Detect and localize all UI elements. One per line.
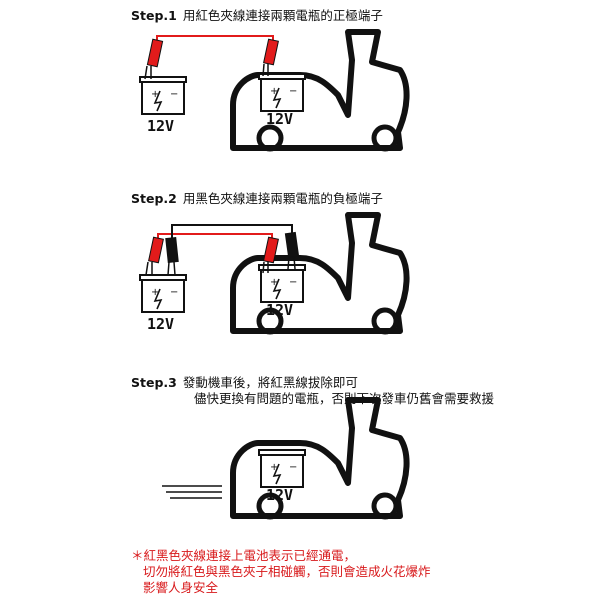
rear-wheel [256,492,284,520]
rear-wheel [256,307,284,335]
red-cable [156,35,274,40]
svg-text:−: − [289,462,297,473]
battery-right: + − [258,73,306,112]
battery-left-voltage: 12V [147,117,174,135]
battery-voltage: 12V [266,486,293,504]
scooter-silhouette [230,397,410,519]
svg-text:+: + [270,277,278,288]
step-3-text-line2: 儘快更換有問題的電瓶，否則下次發車仍舊會需要救援 [194,391,495,406]
rear-wheel [256,124,284,152]
battery-left: + − [139,76,187,115]
black-clip-right [284,231,300,270]
battery-right: + − [258,264,306,303]
step-2-number: Step.2 [131,191,177,206]
step-3-text-line1: 發動機車後，將紅黑線拔除即可 [182,375,358,390]
battery-right-voltage: 12V [266,301,293,319]
scooter-silhouette [230,29,410,151]
step-2-illustration: + − 12V + − 12V [139,212,410,335]
battery-left-voltage: 12V [147,315,174,333]
battery-right: + − [258,449,306,488]
front-wheel [371,492,399,520]
svg-text:+: + [151,89,159,100]
step-3-title: Step.3 發動機車後，將紅黑線拔除即可 儘快更換有問題的電瓶，否則下次發車仍舊… [131,375,494,407]
svg-text:−: − [289,277,297,288]
black-clip-left [165,236,179,276]
step-1-illustration: + − 12V + − 12V [139,29,410,152]
red-clip-left [144,38,164,80]
warning-line-3: 影響人身安全 [143,580,219,595]
warning-line-2: 切勿將紅色與黑色夾子相碰觸，否則會造成火花爆炸 [143,564,431,579]
red-clip-left [145,236,164,276]
battery-right-voltage: 12V [266,110,293,128]
scooter-silhouette [230,212,410,334]
svg-text:−: − [170,287,178,298]
safety-warning: ＊紅黑色夾線連接上電池表示已經通電， 切勿將紅色與黑色夾子相碰觸，否則會造成火花… [131,548,431,596]
front-wheel [371,307,399,335]
step-3-illustration: + − 12V [162,397,410,520]
red-clip-right [262,38,279,77]
black-cable [171,224,293,238]
svg-text:+: + [151,287,159,298]
motion-lines [162,485,222,499]
svg-text:+: + [270,86,278,97]
step-1-title: Step.1 用紅色夾線連接兩顆電瓶的正極端子 [131,8,383,24]
step-1-text: 用紅色夾線連接兩顆電瓶的正極端子 [182,8,383,23]
step-2-title: Step.2 用黑色夾線連接兩顆電瓶的負極端子 [131,191,383,207]
step-3-number: Step.3 [131,375,177,390]
step-2-text: 用黑色夾線連接兩顆電瓶的負極端子 [182,191,383,206]
battery-left: + − [139,274,187,313]
red-cable [157,233,273,238]
svg-text:−: − [170,89,178,100]
svg-text:+: + [270,462,278,473]
warning-line-1: ＊紅黑色夾線連接上電池表示已經通電， [131,548,357,563]
svg-text:−: − [289,86,297,97]
front-wheel [371,124,399,152]
red-clip-right [262,236,279,274]
step-1-number: Step.1 [131,8,177,23]
